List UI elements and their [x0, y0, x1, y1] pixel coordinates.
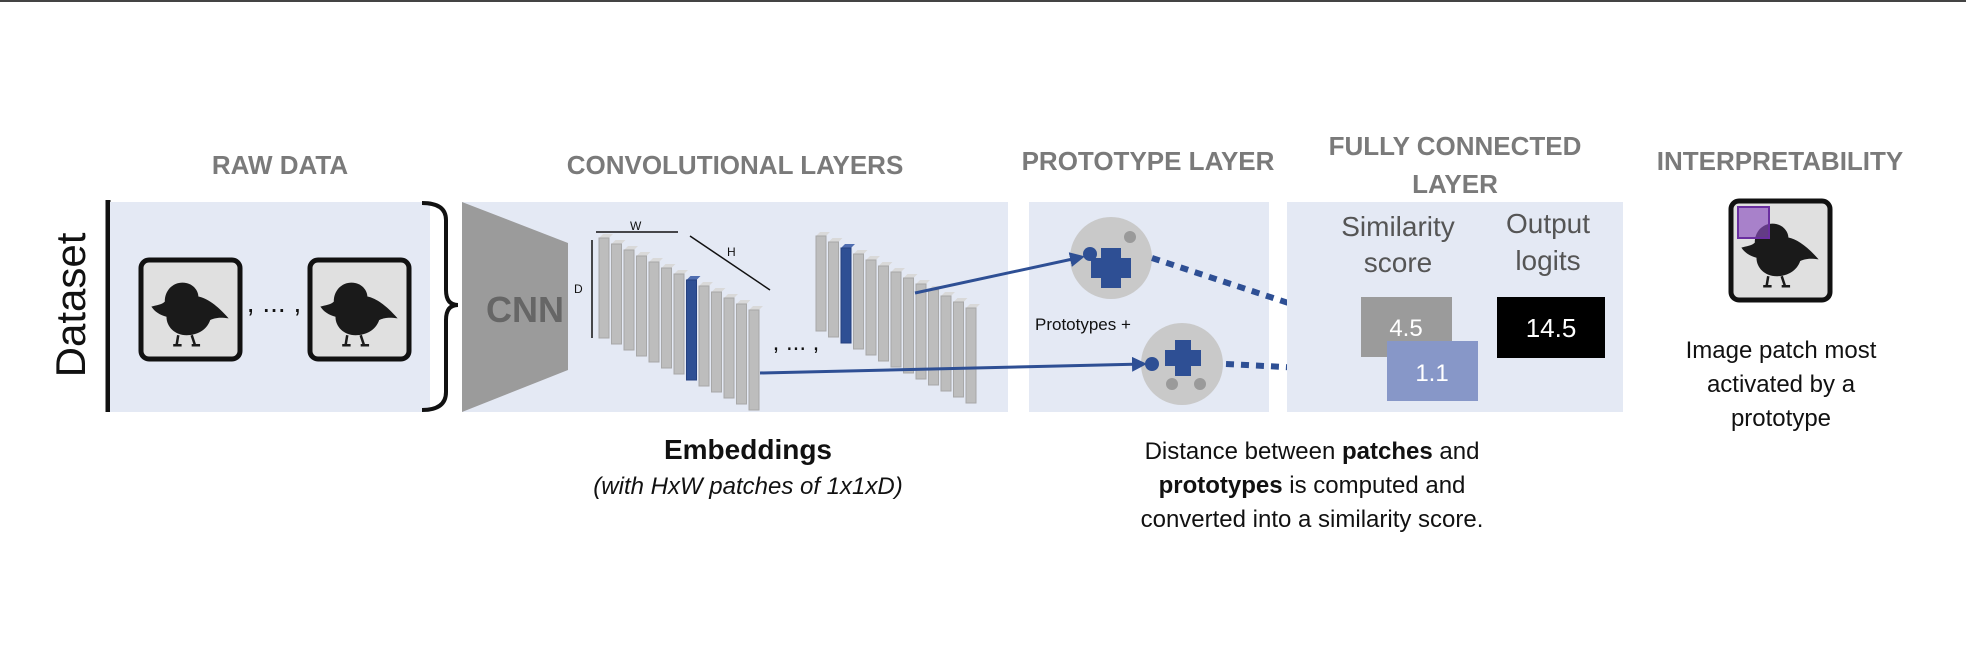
embedding-stack-1 [598, 234, 763, 411]
arrow-to-prototype-1 [914, 252, 1085, 295]
embedding-slab-top [611, 240, 626, 244]
prototype-1 [1070, 217, 1152, 299]
embedding-slab-top [903, 274, 918, 278]
brace [421, 201, 459, 412]
interpretability-image [1728, 198, 1833, 303]
embedding-slab [953, 301, 964, 398]
header-fc-line2: LAYER [1412, 169, 1498, 199]
header-raw-data: RAW DATA [212, 150, 348, 180]
embedding-slab [748, 309, 760, 411]
embedding-slab [611, 243, 622, 345]
cnn-trapezoid [462, 202, 568, 412]
interp-caption-line1: Image patch most [1686, 337, 1877, 364]
embedding-slab-top [699, 282, 713, 286]
height-dim-line [689, 235, 771, 291]
embedding-slab-top [736, 300, 751, 304]
embedding-slab [636, 255, 647, 357]
embedding-slab [673, 273, 685, 375]
output-logit-box [1497, 297, 1605, 358]
embedding-slab [711, 291, 722, 393]
interp-caption-line2: activated by a [1707, 371, 1856, 398]
bird-image-2 [307, 257, 412, 362]
embeddings-title: Embeddings [664, 434, 832, 465]
embedding-slab-top [853, 250, 868, 254]
embedding-slab [648, 261, 660, 363]
embedding-slab-top [841, 244, 855, 248]
embedding-slab [878, 265, 889, 362]
embedding-slab-top [916, 280, 930, 284]
embedding-slab [940, 295, 952, 392]
activated-patch [1737, 206, 1770, 239]
embedding-slab [736, 303, 747, 405]
embedding-slab [698, 285, 710, 387]
cnn-label: CNN [486, 289, 564, 330]
similarity-label-2: score [1364, 247, 1432, 278]
embedding-slab [623, 249, 635, 351]
embedding-slab [903, 277, 914, 374]
embedding-slab-top [711, 288, 726, 292]
embedding-slab [915, 283, 927, 380]
embedding-slab-top [941, 292, 955, 296]
prototype-1-dot [1083, 247, 1097, 261]
embedding-slab-top [878, 262, 893, 266]
embedding-slab [965, 307, 977, 404]
embedding-slab-top [686, 276, 701, 280]
distance-caption-line2: prototypes is computed and [1159, 472, 1466, 499]
header-conv-layers: CONVOLUTIONAL LAYERS [567, 150, 904, 180]
output-logit-value: 14.5 [1526, 313, 1577, 343]
embedding-patch-highlight [686, 279, 697, 381]
dotted-arrow-1 [1151, 255, 1358, 331]
embedding-slab [723, 297, 735, 399]
header-interpretability: INTERPRETABILITY [1657, 146, 1904, 176]
embedding-slab-top [816, 232, 830, 236]
dataset-label: Dataset [47, 232, 94, 377]
embeddings-subtitle: (with HxW patches of 1x1xD) [593, 473, 902, 500]
embedding-slab-top [724, 294, 738, 298]
embedding-slab-top [828, 238, 843, 242]
distance-caption-line3: converted into a similarity score. [1141, 506, 1484, 533]
embedding-slab-top [661, 264, 676, 268]
bird-image-1 [138, 257, 243, 362]
output-label-2: logits [1515, 245, 1580, 276]
embedding-slab-top [866, 256, 880, 260]
embedding-slab-top [636, 252, 651, 256]
embedding-slab [865, 259, 877, 356]
dim-h: H [727, 245, 736, 259]
embedding-slab [661, 267, 672, 369]
arrow-to-prototype-2 [759, 356, 1147, 375]
similarity-score-1-value: 4.5 [1389, 315, 1422, 342]
embedding-slab-top [953, 298, 968, 302]
ellipsis-embed: , ... , [773, 329, 820, 356]
embedding-slab-top [599, 234, 613, 238]
dim-w: W [630, 219, 642, 233]
embedding-slab [890, 271, 902, 368]
distance-caption-line1: Distance between patches and [1145, 438, 1480, 465]
similarity-score-2-value: 1.1 [1415, 360, 1448, 387]
embedding-stack-2 [815, 232, 980, 404]
interp-caption-line3: prototype [1731, 405, 1831, 432]
embedding-slab-top [624, 246, 638, 250]
embedding-slab [815, 235, 827, 332]
prototype-2-dot [1145, 357, 1159, 371]
embedding-slab-top [749, 306, 763, 310]
prototypes-label: Prototypes + [1035, 315, 1131, 334]
prototype-2 [1141, 323, 1223, 405]
similarity-label-1: Similarity [1341, 211, 1455, 242]
output-label-1: Output [1506, 208, 1590, 239]
embedding-slab [828, 241, 839, 338]
dim-d: D [574, 282, 583, 296]
embedding-slab-top [891, 268, 905, 272]
similarity-score-2 [1387, 341, 1478, 401]
embedding-patch-highlight [840, 247, 852, 344]
embedding-slab-top [674, 270, 688, 274]
embedding-slab [928, 289, 939, 386]
embedding-slab [598, 237, 610, 339]
header-fc-line1: FULLY CONNECTED [1329, 131, 1582, 161]
embedding-slab [853, 253, 864, 350]
embedding-slab-top [649, 258, 663, 262]
embedding-slab-top [966, 304, 980, 308]
ellipsis-raw: , ... , [247, 287, 301, 318]
header-prototype-layer: PROTOTYPE LAYER [1022, 146, 1275, 176]
